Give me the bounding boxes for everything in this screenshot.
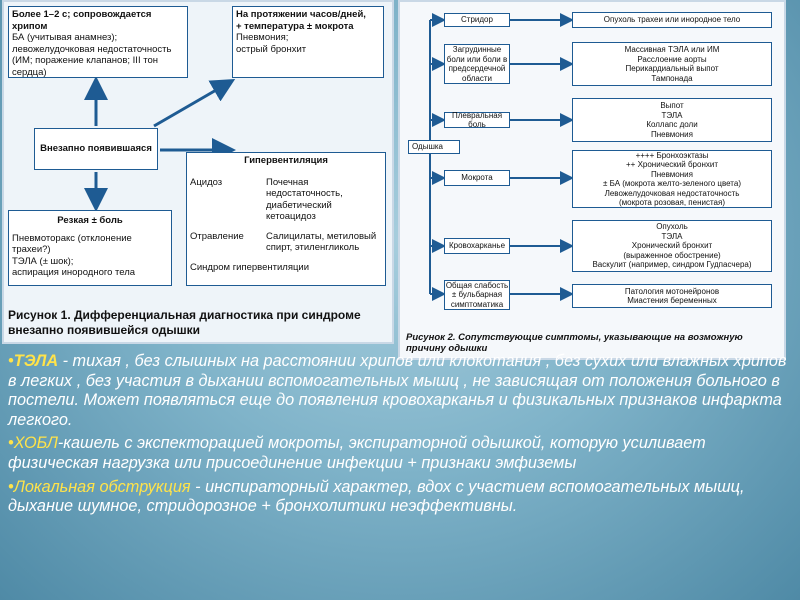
cause-label: Опухоль трахеи или инородное тело	[603, 15, 741, 25]
box-pain-line-3: аспирация инородного тела	[12, 267, 136, 278]
box-hours-line-2: + температура ± мокрота	[236, 20, 354, 32]
hyper-row-1-left: Ацидоз	[190, 176, 223, 188]
symptom-label: Мокрота	[461, 173, 493, 183]
symptom-label: Стридор	[461, 15, 493, 25]
cause-label: Массивная ТЭЛА или ИМ Расслоение аорты П…	[624, 45, 720, 83]
box-sharp-pain: Резкая ± боль Пневмоторакс (отклонение т…	[8, 210, 172, 286]
hyper-row-2-right: Салицилаты, метиловый спирт, этиленглико…	[266, 230, 377, 254]
cause-chest-pain: Массивная ТЭЛА или ИМ Расслоение аорты П…	[572, 42, 772, 86]
term-obstruction: Локальная обструкция	[13, 477, 191, 496]
symptom-hemoptysis: Кровохарканье	[444, 238, 510, 254]
symptom-chest-pain: Загрудинные боли или боли в предсердечно…	[444, 44, 510, 84]
bullet: •	[8, 434, 14, 453]
hyper-row-1-right: Почечная недостаточность, диабетический …	[266, 176, 343, 223]
symptom-sputum: Мокрота	[444, 170, 510, 186]
paragraph-copd-body: -кашель с экспекторацией мокроты, экспир…	[8, 434, 706, 472]
box-hours-line-1: На протяжении часов/дней,	[236, 9, 366, 20]
cause-stridor: Опухоль трахеи или инородное тело	[572, 12, 772, 28]
figure-1: Более 1–2 с; сопровождается хрипом БА (у…	[2, 0, 394, 344]
box-pain-line-2: ТЭЛА (± шок);	[12, 255, 74, 267]
cause-hemoptysis: Опухоль ТЭЛА Хронический бронхит (выраже…	[572, 220, 772, 272]
body-text: •ТЭЛА - тихая , без слышных на расстояни…	[8, 352, 788, 521]
box-wheeze-line-2: БА (учитывая анамнез);	[12, 32, 118, 43]
cause-label: ++++ Бронхоэктазы ++ Хронический бронхит…	[603, 150, 741, 208]
box-wheeze-line-3: левожелудочковая недостаточность	[12, 43, 172, 55]
root-node-dyspnea: Одышка	[408, 140, 460, 154]
box-wheeze-line-4: (ИМ; поражение клапанов; III тон сердца)	[12, 55, 158, 78]
box-sudden-label: Внезапно появившаяся	[40, 143, 152, 155]
box-hyper-title: Гипервентиляция	[244, 155, 328, 166]
box-hours-line-3: Пневмония;	[236, 32, 289, 43]
symptom-label: Плевральная боль	[451, 110, 503, 130]
symptom-label: Общая слабость ± бульбарная симптоматика	[445, 280, 509, 309]
figure-2-caption: Рисунок 2. Сопутствующие симптомы, указы…	[406, 332, 743, 354]
box-pain-title: Резкая ± боль	[57, 215, 123, 226]
cause-label: Выпот ТЭЛА Коллапс доли Пневмония	[646, 101, 698, 139]
symptom-pleural-pain: Плевральная боль	[444, 110, 510, 130]
cause-weakness: Патология мотонейронов Миастения беремен…	[572, 284, 772, 308]
box-wheeze-line-1: Более 1–2 с; сопровождается хрипом	[12, 9, 152, 32]
bullet: •	[8, 477, 14, 496]
paragraph-copd: •ХОБЛ-кашель с экспекторацией мокроты, э…	[8, 434, 788, 473]
paragraph-pe-body: - тихая , без слышных на расстоянии хрип…	[8, 352, 787, 429]
cause-pleural-pain: Выпот ТЭЛА Коллапс доли Пневмония	[572, 98, 772, 142]
root-node-label: Одышка	[412, 142, 444, 152]
box-wheeze: Более 1–2 с; сопровождается хрипом БА (у…	[8, 6, 188, 78]
cause-label: Опухоль ТЭЛА Хронический бронхит (выраже…	[592, 222, 752, 270]
paragraph-obstruction: •Локальная обструкция - инспираторный ха…	[8, 478, 788, 517]
figure-1-caption: Рисунок 1. Дифференциальная диагностика …	[8, 308, 361, 337]
cause-label: Патология мотонейронов Миастения беремен…	[624, 286, 720, 306]
term-copd: ХОБЛ	[13, 434, 58, 453]
box-hours-line-4: острый бронхит	[236, 43, 307, 55]
box-pain-line-1: Пневмоторакс (отклонение трахеи?)	[12, 232, 132, 256]
term-pe: ТЭЛА	[13, 352, 59, 370]
symptom-weakness: Общая слабость ± бульбарная симптоматика	[444, 280, 510, 310]
cause-sputum: ++++ Бронхоэктазы ++ Хронический бронхит…	[572, 150, 772, 208]
figure-2: Одышка Стридор Загрудинные боли или боли…	[398, 0, 786, 360]
paragraph-obstruction-body: - инспираторный характер, вдох с участие…	[8, 477, 745, 516]
bullet: •	[8, 352, 14, 370]
symptom-label: Загрудинные боли или боли в предсердечно…	[446, 45, 508, 83]
paragraph-pe: •ТЭЛА - тихая , без слышных на расстояни…	[8, 352, 788, 430]
symptom-label: Кровохарканье	[448, 241, 506, 251]
symptom-stridor: Стридор	[444, 13, 510, 27]
box-hyperventilation: Гипервентиляция Ацидоз Почечная недостат…	[186, 152, 386, 286]
hyper-row-3-left: Синдром гипервентиляции	[190, 261, 310, 273]
hyper-row-2-left: Отравление	[190, 230, 244, 242]
box-hours-days: На протяжении часов/дней, + температура …	[232, 6, 384, 78]
box-sudden: Внезапно появившаяся	[34, 128, 158, 170]
